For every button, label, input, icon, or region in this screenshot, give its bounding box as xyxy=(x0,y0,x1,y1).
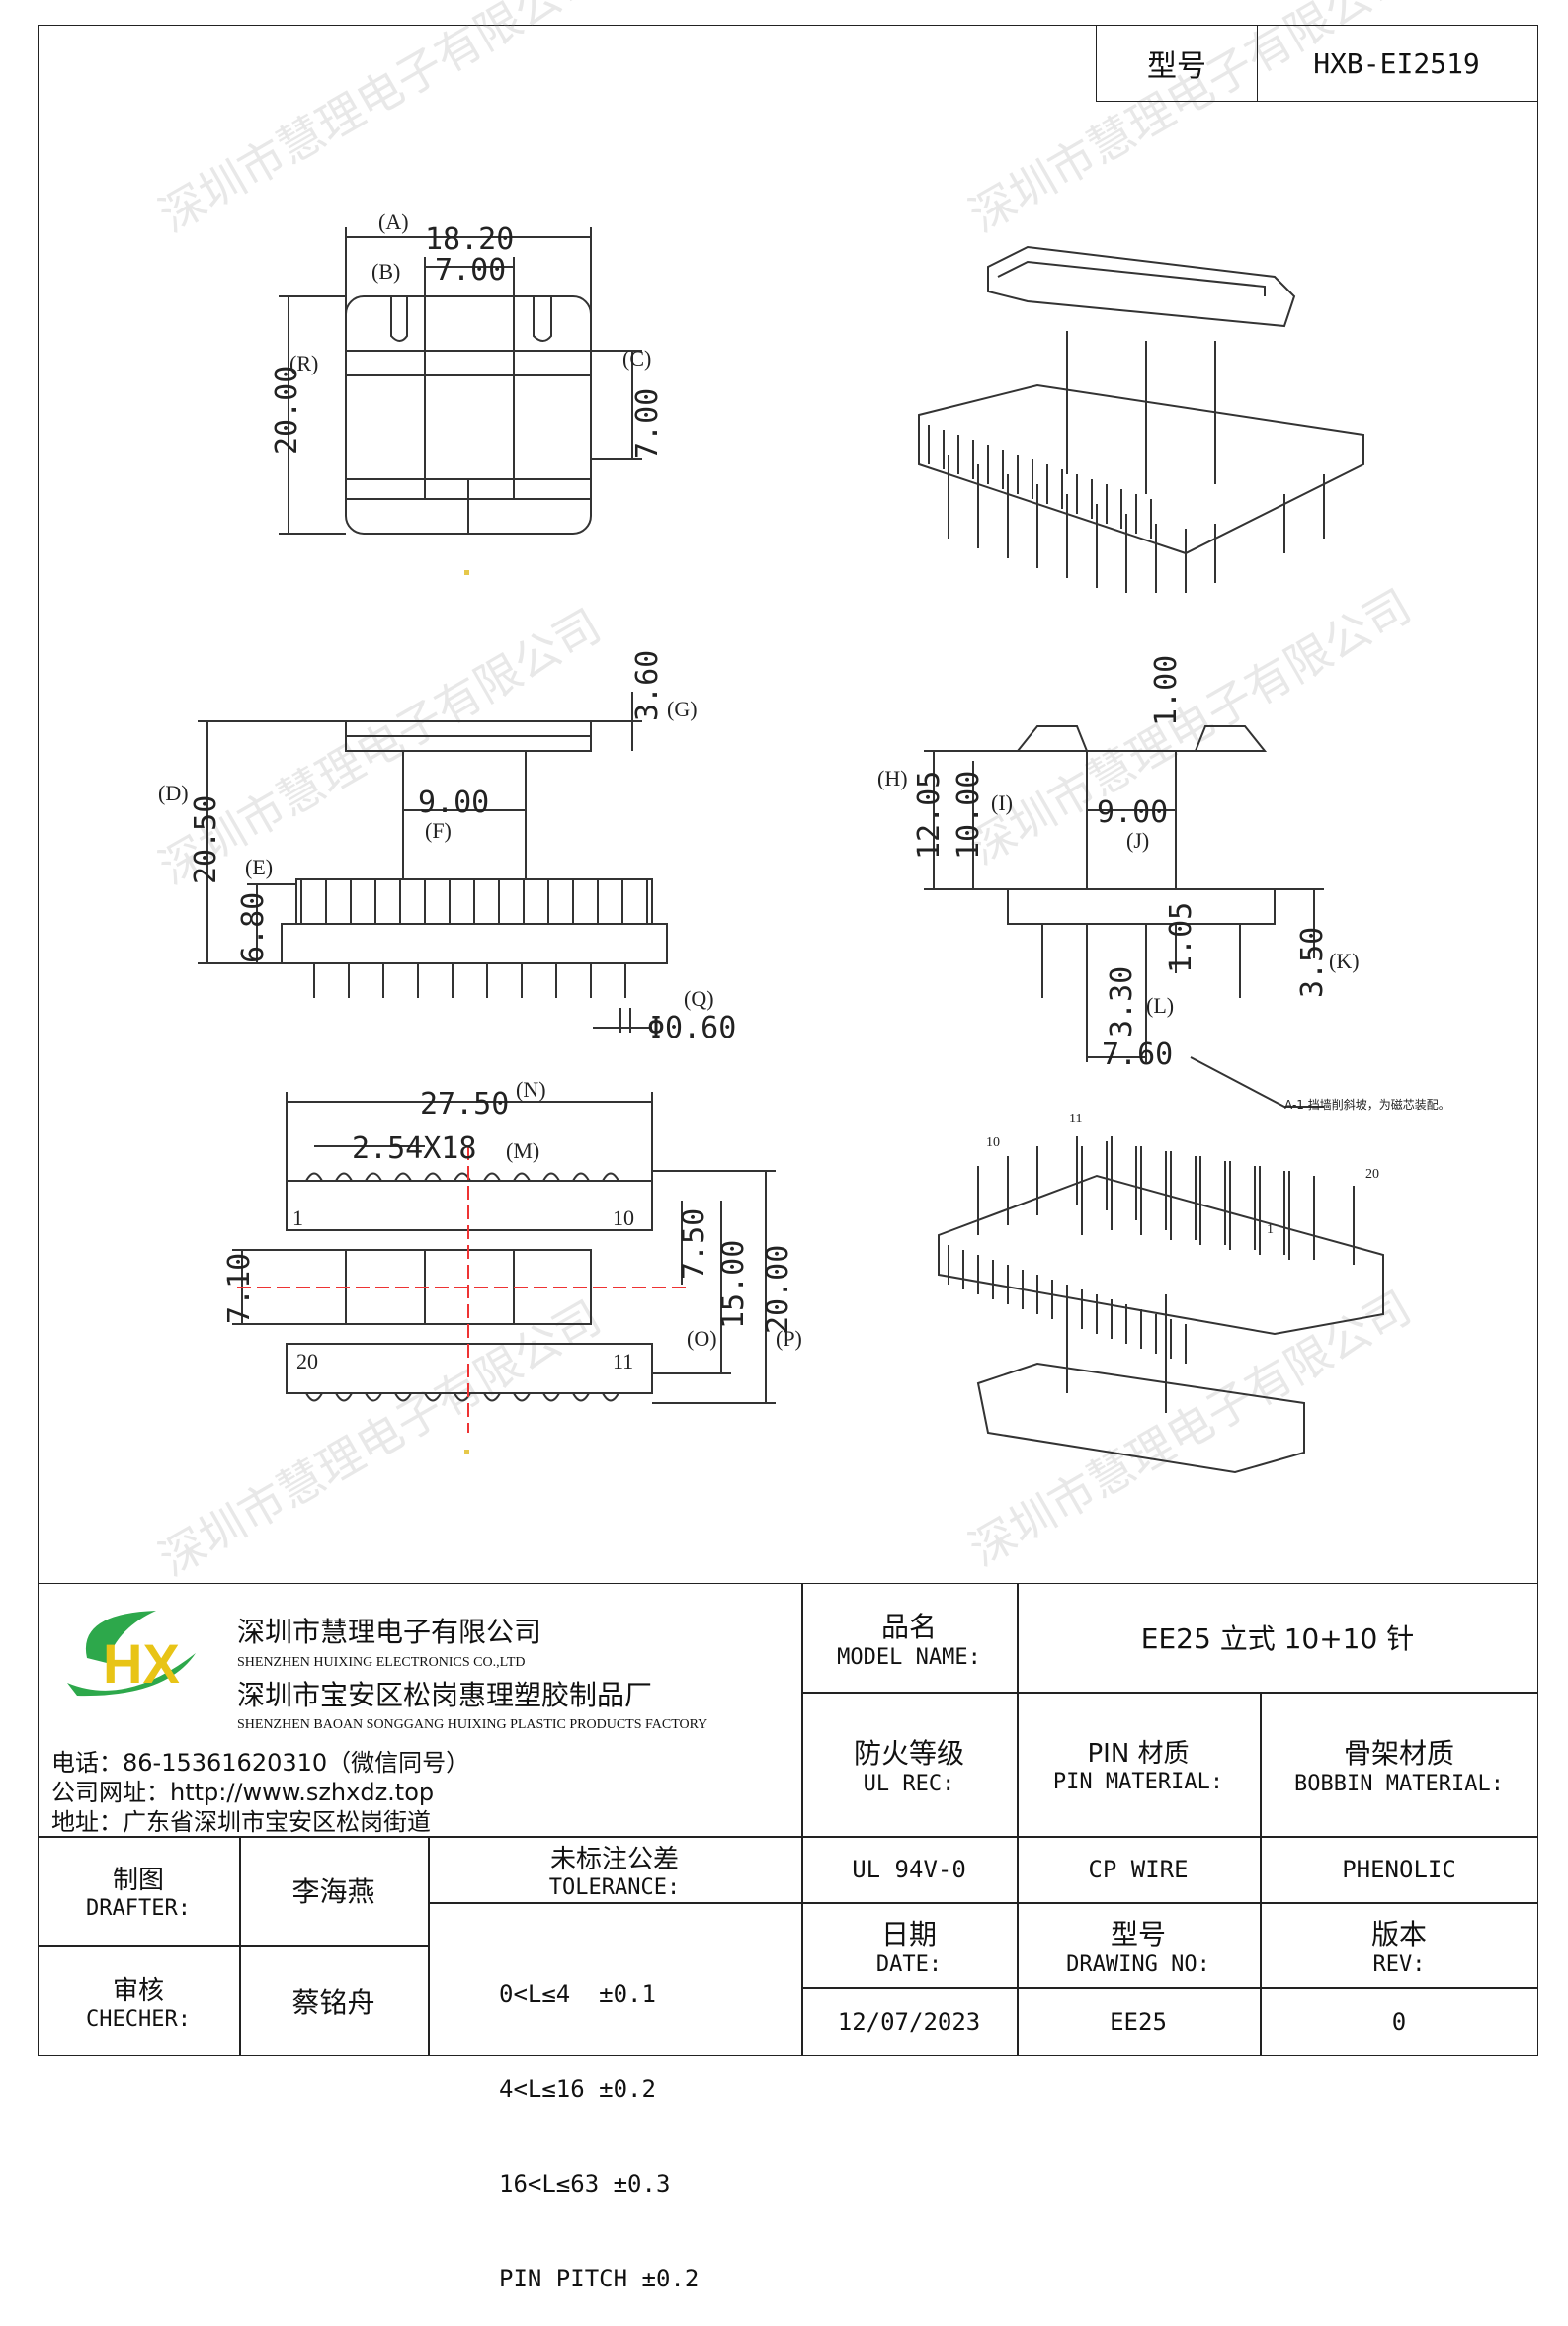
label-m: (M) xyxy=(506,1138,539,1163)
side-view xyxy=(198,692,668,1033)
front-view xyxy=(924,725,1324,1108)
dim-r: 20.00 xyxy=(270,366,304,455)
marker-dot xyxy=(464,1450,469,1454)
company-logo: HX xyxy=(67,1611,196,1697)
ul-rec-value: UL 94V-0 xyxy=(852,1855,966,1883)
assembly-note: A-1 挡墙削斜坡，为磁芯装配。 xyxy=(1284,1097,1450,1112)
pin-label: 20 xyxy=(296,1349,318,1373)
dim-l: 3.30 xyxy=(1105,966,1139,1038)
label-d: (D) xyxy=(158,781,189,805)
company-phone: 电话：86-15361620310（微信同号） xyxy=(51,1749,470,1777)
dim-o: 7.50 xyxy=(677,1208,711,1280)
iso-bottom-view xyxy=(938,1136,1384,1474)
pin-label: 11 xyxy=(613,1349,633,1373)
dim-15-00: 15.00 xyxy=(716,1240,751,1329)
factory-name-cn: 深圳市宝安区松岗惠理塑胶制品厂 xyxy=(237,1679,653,1711)
model-block-label: 型号 xyxy=(1096,25,1258,102)
date-value: 12/07/2023 xyxy=(837,2008,981,2035)
label-l: (L) xyxy=(1146,993,1174,1018)
dim-c: 7.00 xyxy=(630,388,665,459)
iso-pin-label: 1 xyxy=(1267,1222,1274,1237)
bobbin-material-header: 骨架材质 BOBBIN MATERIAL: xyxy=(1294,1736,1504,1796)
tolerance-line: PIN PITCH ±0.2 xyxy=(499,2265,700,2292)
dim-7-60: 7.60 xyxy=(1102,1038,1173,1072)
model-name-value: EE25 立式 10+10 针 xyxy=(1140,1622,1415,1655)
company-address: 地址：广东省深圳市宝安区松岗街道 xyxy=(51,1808,431,1836)
ul-rec-header: 防火等级 UL REC: xyxy=(853,1736,964,1796)
drawing-no-value: EE25 xyxy=(1110,2008,1167,2035)
marker-dot xyxy=(464,570,469,575)
dim-f: 9.00 xyxy=(418,786,489,820)
dim-p: 20.00 xyxy=(761,1245,795,1334)
iso-top-view xyxy=(918,245,1364,593)
dim-1-05: 1.05 xyxy=(1164,902,1198,973)
date-header: 日期 DATE: xyxy=(875,1917,943,1977)
label-o: (O) xyxy=(687,1326,717,1351)
dim-1-00: 1.00 xyxy=(1149,655,1184,726)
dim-e: 6.80 xyxy=(236,892,271,963)
checker-header: 审核 CHECHER: xyxy=(86,1975,191,2032)
top-view xyxy=(279,227,642,535)
dim-i: 10.00 xyxy=(951,771,986,860)
model-block-value: HXB-EI2519 xyxy=(1256,25,1538,102)
label-b: (B) xyxy=(371,259,400,284)
drafter-header: 制图 DRAFTER: xyxy=(86,1866,191,1921)
pin-label: 10 xyxy=(613,1205,634,1230)
tolerance-line: 0<L≤4 ±0.1 xyxy=(499,1980,656,2008)
company-name-en: SHENZHEN HUIXING ELECTRONICS CO.,LTD xyxy=(237,1655,526,1670)
pin-material-header: PIN 材质 PIN MATERIAL: xyxy=(1052,1739,1224,1794)
pin-material-value: CP WIRE xyxy=(1088,1855,1189,1883)
technical-drawing: 18.20 7.00 20.00 7.00 (A) (B) (R) (C) 3.… xyxy=(158,209,1450,1474)
dim-a: 18.20 xyxy=(425,222,514,257)
label-r: (R) xyxy=(289,351,318,375)
drawing-sheet xyxy=(38,25,1538,2056)
drafter-value: 李海燕 xyxy=(291,1875,375,1908)
label-j: (J) xyxy=(1126,828,1149,853)
label-h: (H) xyxy=(877,766,908,790)
pin-label: 1 xyxy=(292,1205,303,1230)
rev-header: 版本 REV: xyxy=(1370,1917,1427,1977)
rev-value: 0 xyxy=(1391,2008,1407,2035)
dim-g: 3.60 xyxy=(630,650,665,721)
label-a: (A) xyxy=(378,209,409,234)
company-name-cn: 深圳市慧理电子有限公司 xyxy=(237,1616,542,1648)
tolerance-line: 4<L≤16 ±0.2 xyxy=(499,2075,656,2103)
factory-name-en: SHENZHEN BAOAN SONGGANG HUIXING PLASTIC … xyxy=(237,1717,708,1732)
label-e: (E) xyxy=(245,855,273,879)
tolerance-header: 未标注公差 TOLERANCE: xyxy=(548,1844,681,1900)
iso-pin-label: 20 xyxy=(1365,1167,1379,1182)
dim-n: 27.50 xyxy=(420,1087,509,1121)
dim-k: 3.50 xyxy=(1295,927,1330,998)
iso-pin-label: 10 xyxy=(986,1135,1000,1150)
model-name-header: 品名 MODEL NAME: xyxy=(837,1610,981,1670)
dim-b: 7.00 xyxy=(435,253,506,288)
label-g: (G) xyxy=(667,697,698,721)
dim-h: 12.05 xyxy=(912,771,947,860)
label-q: (Q) xyxy=(684,986,714,1011)
drawing-no-header: 型号 DRAWING NO: xyxy=(1066,1917,1210,1977)
dim-q: Φ0.60 xyxy=(647,1011,736,1045)
dim-d: 20.50 xyxy=(189,795,223,884)
dim-7-10: 7.10 xyxy=(222,1253,257,1324)
tolerance-line: 16<L≤63 ±0.3 xyxy=(499,2170,671,2198)
label-i: (I) xyxy=(991,790,1013,815)
label-p: (P) xyxy=(776,1326,802,1351)
label-c: (C) xyxy=(622,346,651,371)
title-block-top xyxy=(38,1583,1538,1584)
dim-j: 9.00 xyxy=(1097,795,1168,830)
checker-value: 蔡铭舟 xyxy=(291,1985,375,2019)
bobbin-material-value: PHENOLIC xyxy=(1342,1855,1456,1883)
company-website: 公司网址：http://www.szhxdz.top xyxy=(51,1779,435,1806)
logo-letters: HX xyxy=(103,1632,180,1695)
label-n: (N) xyxy=(516,1077,546,1102)
label-k: (K) xyxy=(1329,949,1360,973)
iso-pin-label: 11 xyxy=(1069,1112,1082,1126)
dim-m: 2.54X18 xyxy=(352,1131,476,1166)
tolerance-table: 0<L≤4 ±0.1 4<L≤16 ±0.2 16<L≤63 ±0.3 PIN … xyxy=(499,1915,699,2326)
label-f: (F) xyxy=(425,818,452,843)
